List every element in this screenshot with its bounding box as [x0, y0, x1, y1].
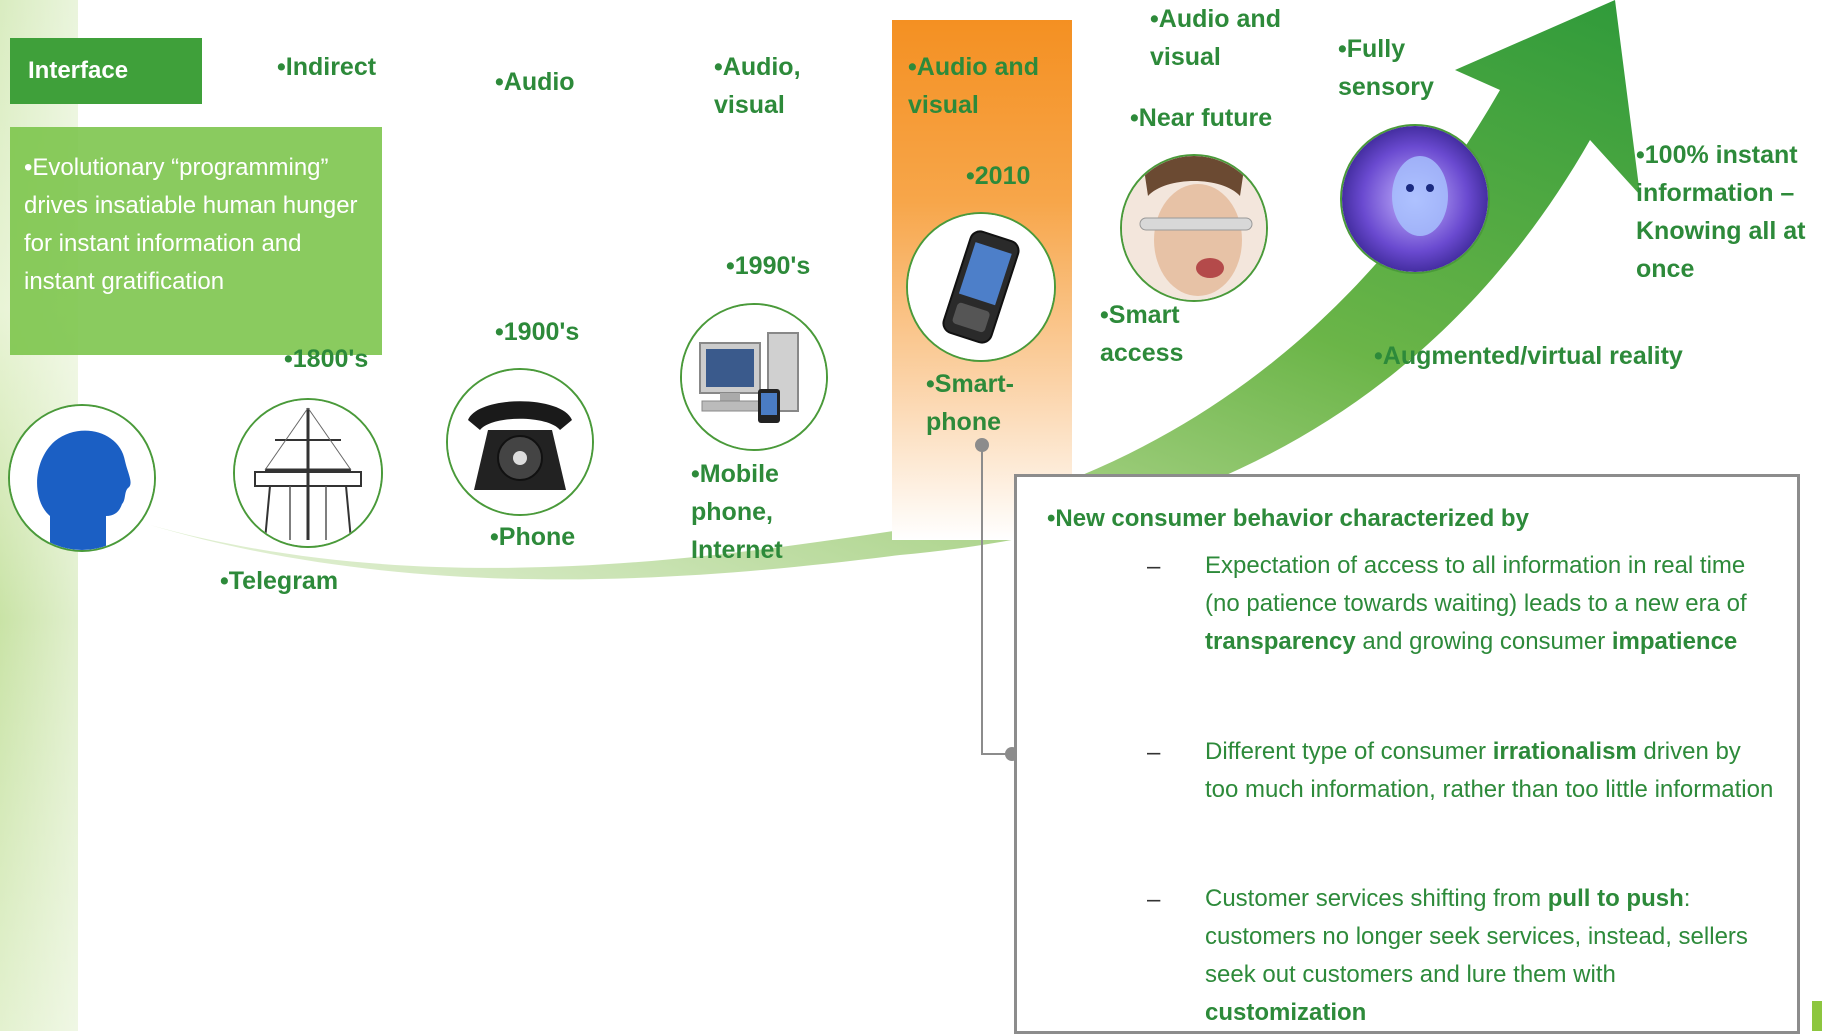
bullet-dash-1: – — [1147, 553, 1161, 580]
behavior-bullet-1: Expectation of access to all information… — [1205, 552, 1747, 655]
smartphone-icon — [906, 212, 1056, 362]
stage-4-interface: Audio and visual — [908, 48, 1068, 124]
behavior-bullet-2: Different type of consumer irrationalism… — [1205, 738, 1774, 803]
stage-6-technology: Augmented/virtual reality — [1374, 337, 1683, 375]
stage-5-era: Near future — [1130, 99, 1272, 137]
stage-6-interface: Fully sensory — [1338, 30, 1458, 106]
corner-accent — [1812, 1001, 1822, 1031]
human-head-icon — [8, 404, 156, 552]
stage-1-interface: Indirect — [277, 48, 376, 86]
stage-1-era: 1800's — [284, 340, 368, 378]
stage-1-technology: Telegram — [220, 562, 338, 600]
bullet-dash-2: – — [1147, 739, 1161, 766]
stage-3-technology: Mobile phone, Internet — [691, 455, 801, 569]
stage-2-era: 1900's — [495, 313, 579, 351]
final-goal-text: 100% instant information – Knowing all a… — [1636, 136, 1816, 288]
rotary-phone-icon — [446, 368, 594, 516]
behavior-bullet-3: Customer services shifting from pull to … — [1205, 885, 1748, 1026]
interface-label: Interface — [10, 38, 202, 104]
growth-arrow-body — [150, 0, 1640, 580]
behavior-title: New consumer behavior characterized by — [1047, 505, 1529, 533]
intro-text: Evolutionary “programming” drives insati… — [24, 154, 358, 295]
stage-3-era: 1990's — [726, 247, 810, 285]
stage-3-interface: Audio, visual — [714, 48, 834, 124]
virtual-reality-icon — [1340, 124, 1490, 274]
telegraph-icon — [233, 398, 383, 548]
computer-mobile-icon — [680, 303, 828, 451]
intro-box: Evolutionary “programming” drives insati… — [10, 127, 382, 355]
stage-5-technology: Smart access — [1100, 296, 1210, 372]
consumer-behavior-box: New consumer behavior characterized by –… — [1014, 474, 1800, 1034]
stage-4-era: 2010 — [966, 157, 1031, 195]
stage-2-technology: Phone — [490, 518, 575, 556]
bullet-dash-3: – — [1147, 886, 1161, 913]
smart-glasses-icon — [1120, 154, 1268, 302]
stage-5-interface: Audio and visual — [1150, 0, 1300, 76]
stage-2-interface: Audio — [495, 63, 575, 101]
stage-4-technology: Smart-phone — [926, 365, 1036, 441]
